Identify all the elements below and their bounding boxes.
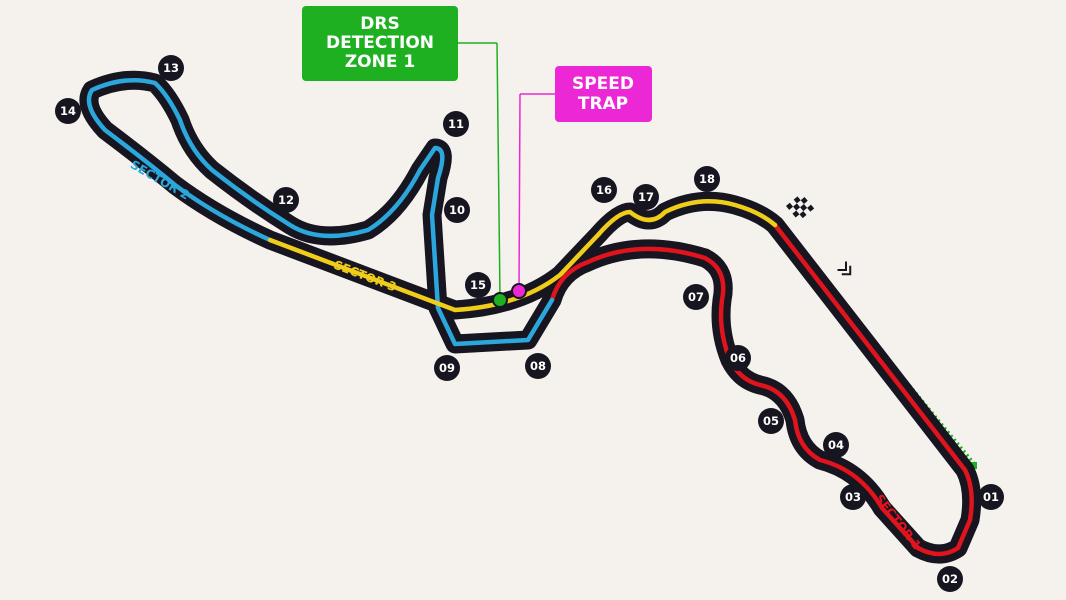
corner-04-label: 04 xyxy=(828,438,844,452)
corner-02-label: 02 xyxy=(942,572,958,586)
drs-detection-callout: DRS DETECTION ZONE 1 xyxy=(302,6,501,299)
corner-06-label: 06 xyxy=(730,351,746,365)
sector-1-label: SECTOR 1 xyxy=(872,492,924,552)
corner-07-label: 07 xyxy=(688,290,704,304)
speed-trap-line-1: SPEED xyxy=(572,74,634,94)
speed-trap-point xyxy=(511,283,527,299)
corner-06-marker: 06 xyxy=(725,345,751,371)
corner-05-marker: 05 xyxy=(758,408,784,434)
corner-09-label: 09 xyxy=(439,361,455,375)
corner-10-marker: 10 xyxy=(444,197,470,223)
corner-09-marker: 09 xyxy=(434,355,460,381)
corner-01-label: 01 xyxy=(983,490,999,504)
corner-17-marker: 17 xyxy=(633,184,659,210)
corner-14-marker: 14 xyxy=(55,98,81,124)
track-outline xyxy=(79,70,982,564)
sector-1-line xyxy=(549,222,974,557)
corner-15-marker: 15 xyxy=(465,272,491,298)
drs-detection-box xyxy=(302,6,458,81)
corner-10-label: 10 xyxy=(449,203,465,217)
corner-03-marker: 03 xyxy=(840,484,866,510)
corner-05-label: 05 xyxy=(763,414,779,428)
drs-zone-end-tick xyxy=(971,462,977,469)
corner-07-marker: 07 xyxy=(683,284,709,310)
sector-2-line xyxy=(86,77,555,347)
corner-01-marker: 01 xyxy=(978,484,1004,510)
corner-12-marker: 12 xyxy=(273,187,299,213)
speed-trap-line-2: TRAP xyxy=(578,94,628,114)
drs-line-2: DETECTION xyxy=(326,33,434,53)
corner-11-marker: 11 xyxy=(443,111,469,137)
corner-14-label: 14 xyxy=(60,104,76,118)
drs-line-3: ZONE 1 xyxy=(345,52,415,72)
drs-line-1: DRS xyxy=(360,14,399,34)
corner-08-label: 08 xyxy=(530,359,546,373)
corner-08-marker: 08 xyxy=(525,353,551,379)
corner-13-label: 13 xyxy=(163,61,179,75)
corner-13-marker: 13 xyxy=(158,55,184,81)
sector-3-line xyxy=(267,199,778,313)
checkered-flag-icon xyxy=(786,196,815,219)
corner-18-label: 18 xyxy=(699,172,715,186)
corner-18-marker: 18 xyxy=(694,166,720,192)
corner-15-label: 15 xyxy=(470,278,486,292)
speed-trap-callout: SPEED TRAP xyxy=(518,66,652,292)
corner-16-label: 16 xyxy=(596,183,612,197)
corner-16-marker: 16 xyxy=(591,177,617,203)
corner-17-label: 17 xyxy=(638,190,654,204)
corner-11-label: 11 xyxy=(448,117,464,131)
corner-02-marker: 02 xyxy=(937,566,963,592)
corner-12-label: 12 xyxy=(278,193,294,207)
direction-chevrons-icon xyxy=(837,261,852,276)
speed-trap-box xyxy=(555,66,652,122)
corner-03-label: 03 xyxy=(845,490,861,504)
drs-detection-point xyxy=(492,292,508,308)
corner-04-marker: 04 xyxy=(823,432,849,458)
